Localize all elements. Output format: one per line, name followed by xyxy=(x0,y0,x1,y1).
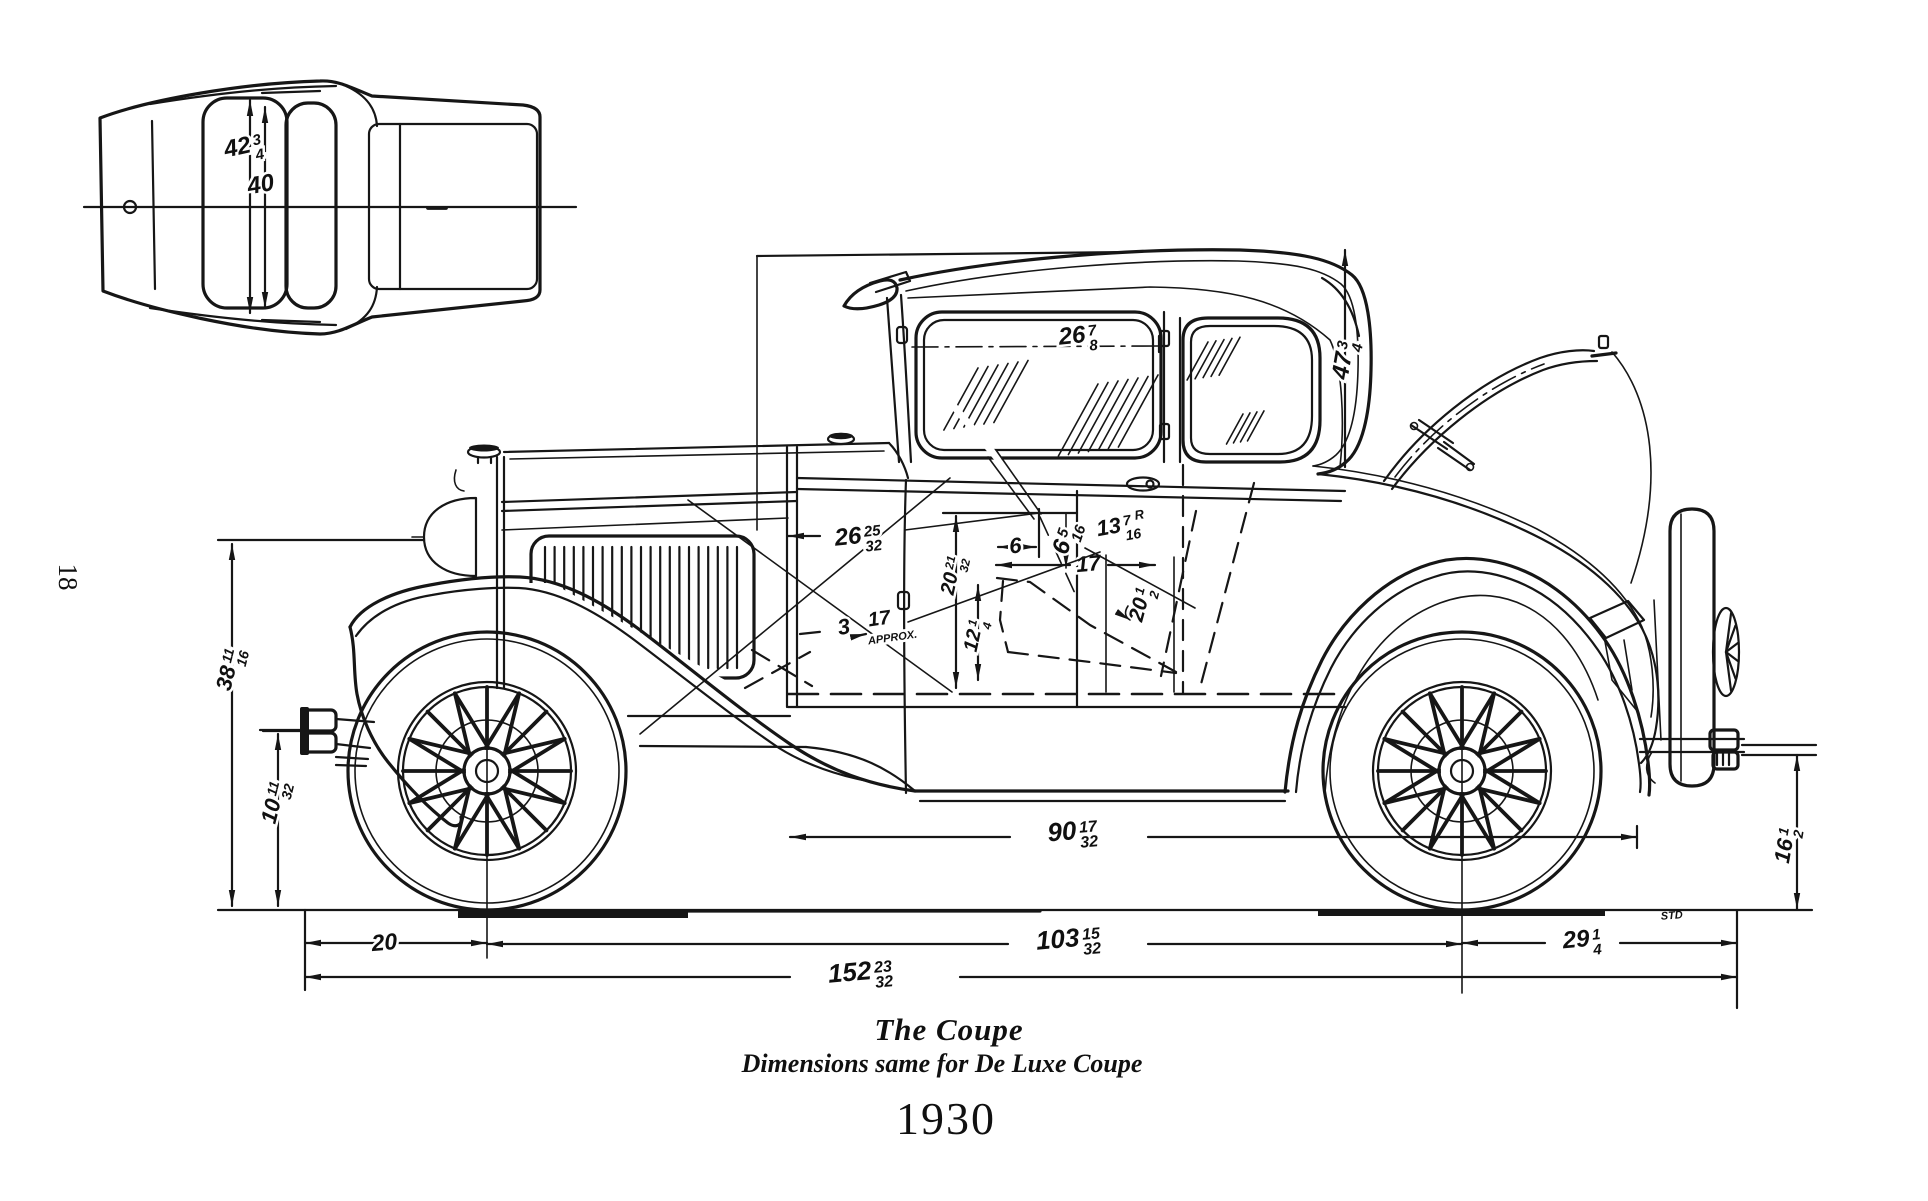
svg-text:17: 17 xyxy=(1075,550,1103,577)
svg-text:16: 16 xyxy=(1769,836,1798,865)
svg-text:152: 152 xyxy=(827,955,873,989)
svg-text:Dimensions same for De Luxe Co: Dimensions same for De Luxe Coupe xyxy=(741,1049,1143,1078)
svg-text:40: 40 xyxy=(244,169,277,201)
svg-text:32: 32 xyxy=(957,557,974,573)
svg-text:11: 11 xyxy=(218,646,237,664)
svg-text:20: 20 xyxy=(369,928,398,956)
svg-text:The Coupe: The Coupe xyxy=(874,1012,1023,1047)
svg-text:18: 18 xyxy=(53,564,83,591)
svg-text:1930: 1930 xyxy=(896,1093,996,1144)
svg-text:26: 26 xyxy=(1056,321,1087,351)
svg-text:29: 29 xyxy=(1561,925,1592,954)
svg-text:32: 32 xyxy=(875,973,894,991)
svg-text:STD: STD xyxy=(1660,909,1683,923)
svg-text:26: 26 xyxy=(832,522,863,552)
svg-text:90: 90 xyxy=(1046,815,1078,847)
svg-text:6: 6 xyxy=(1008,532,1023,558)
svg-text:32: 32 xyxy=(865,537,884,556)
svg-text:16: 16 xyxy=(1124,525,1142,543)
svg-text:32: 32 xyxy=(1080,833,1099,851)
svg-text:32: 32 xyxy=(1083,940,1102,958)
svg-text:103: 103 xyxy=(1035,922,1081,956)
svg-text:11: 11 xyxy=(263,779,282,797)
svg-text:23: 23 xyxy=(872,958,892,977)
svg-text:21: 21 xyxy=(942,554,959,571)
svg-text:15: 15 xyxy=(1081,925,1101,944)
svg-text:13: 13 xyxy=(1094,512,1122,541)
svg-text:12: 12 xyxy=(960,627,986,653)
svg-text:17: 17 xyxy=(867,606,893,631)
svg-text:25: 25 xyxy=(862,522,882,541)
svg-text:17: 17 xyxy=(1078,818,1098,837)
